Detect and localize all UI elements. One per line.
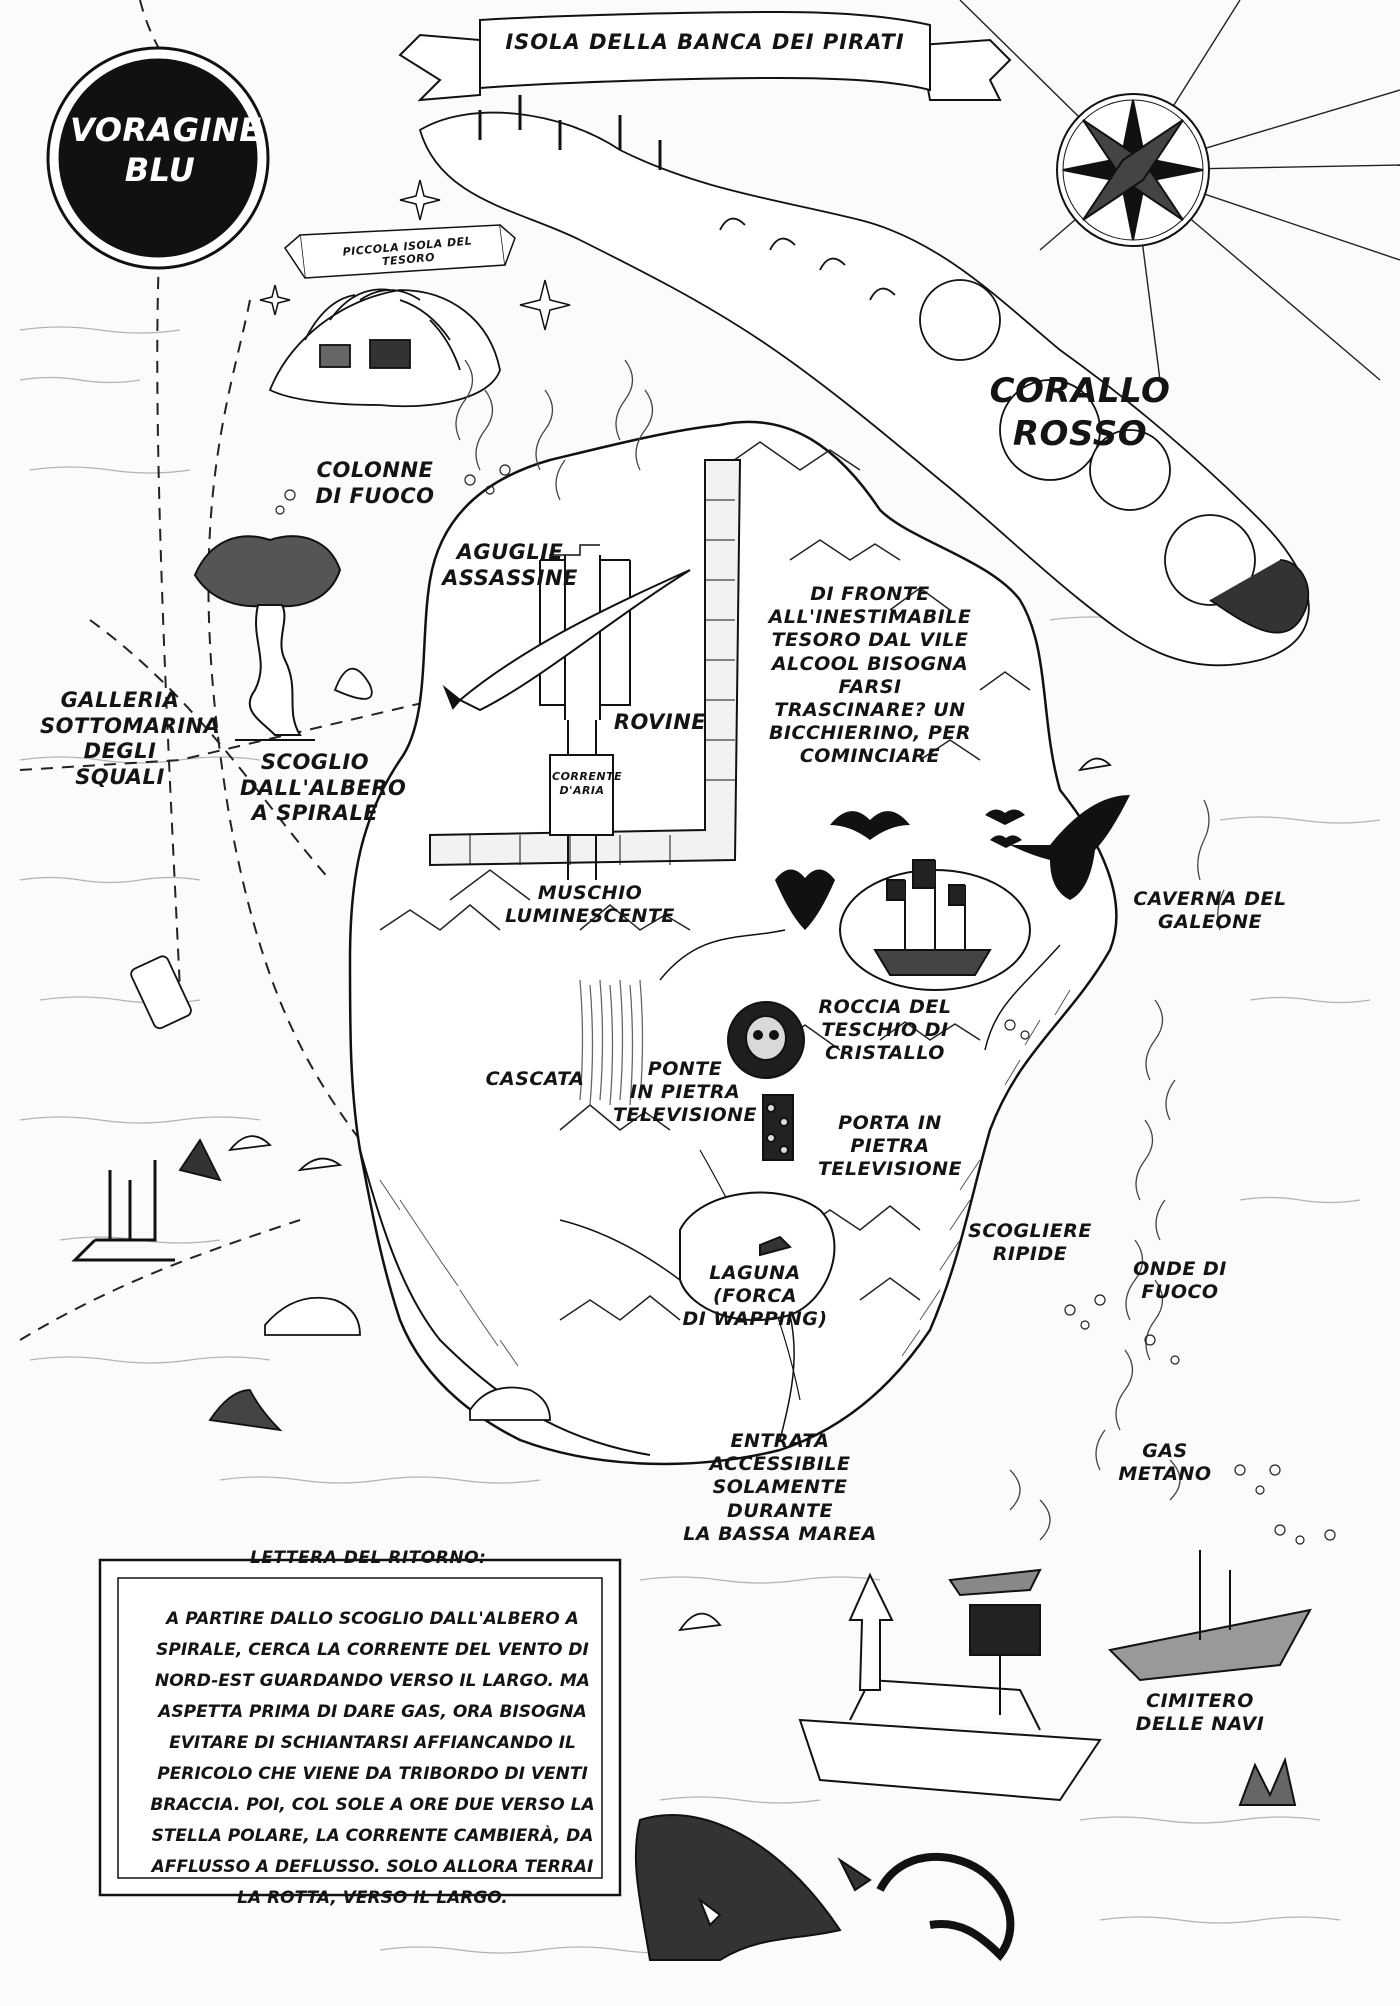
label-roccia-teschio: ROCCIA DEL TESCHIO DI CRISTALLO <box>818 996 952 1065</box>
label-colonne-di-fuoco: COLONNE DI FUOCO <box>315 458 435 508</box>
treasure-island <box>268 288 501 408</box>
flames <box>455 359 1225 1541</box>
label-corallo-rosso: CORALLO ROSSO <box>989 371 1171 454</box>
yacht <box>798 1604 1102 1802</box>
letter-title: LETTERA DEL RITORNO: <box>250 1548 487 1568</box>
stone-door <box>762 1094 794 1161</box>
title-banner <box>398 10 1012 102</box>
label-scogliere-ripide: SCOGLIERE RIPIDE <box>968 1220 1092 1266</box>
lagoon <box>679 1191 836 1322</box>
treasure-banner-scroll <box>284 224 516 279</box>
label-entrata: ENTRATA ACCESSIBILE SOLAMENTE DURANTE LA… <box>683 1430 877 1545</box>
label-galleria-sottomarina: GALLERIA SOTTOMARINA DEGLI SQUALI <box>40 688 221 789</box>
air-corridor <box>539 544 631 880</box>
label-muschio: MUSCHIO LUMINESCENTE <box>505 882 675 928</box>
label-porta-pietra: PORTA IN PIETRA TELEVISIONE <box>817 1112 963 1181</box>
label-scoglio-spirale: SCOGLIO DALL'ALBERO A SPIRALE <box>240 750 407 826</box>
arrow-sign <box>848 1572 894 1691</box>
coral-reef <box>418 95 1310 667</box>
letter-body: A PARTIRE DALLO SCOGLIO DALL'ALBERO A SP… <box>150 1609 595 1908</box>
compass-rose <box>1056 93 1210 247</box>
label-ponte-pietra: PONTE IN PIETRA TELEVISIONE <box>612 1058 758 1127</box>
bubbles <box>275 464 1336 1545</box>
label-aguglie-assassine: AGUGLIE ASSASSINE <box>442 540 578 590</box>
cliff-hatching <box>379 989 1071 1367</box>
blue-hole <box>46 46 270 270</box>
label-di-fronte: DI FRONTE ALL'INESTIMABILE TESORO DAL VI… <box>768 583 972 768</box>
waterfall <box>579 979 644 1106</box>
ruins <box>429 459 742 867</box>
label-voragine-blu: VORAGINE BLU <box>70 111 262 189</box>
label-caverna-galeone: CAVERNA DEL GALEONE <box>1133 888 1287 934</box>
label-gas-metano: GAS METANO <box>1118 1440 1212 1486</box>
bats <box>775 795 1130 930</box>
label-cimitero-navi: CIMITERO DELLE NAVI <box>1135 1690 1265 1736</box>
sparkles <box>259 179 571 331</box>
ship-graveyard <box>948 1550 1312 1806</box>
spiral-tree <box>193 535 342 741</box>
crystal-skull-rock <box>727 1001 805 1079</box>
rocks-and-wrecks <box>71 667 1112 1632</box>
letter-box <box>98 1558 622 1897</box>
galleon-cave <box>839 859 1031 991</box>
label-laguna: LAGUNA (FORCA DI WAPPING) <box>682 1262 828 1331</box>
label-rovine: ROVINE <box>613 710 707 734</box>
needlefish <box>442 569 691 712</box>
label-onde-di-fuoco: ONDE DI FUOCO <box>1133 1258 1227 1304</box>
sea-monsters <box>634 1813 1015 1961</box>
map-title: ISOLA DELLA BANCA DEI PIRATI <box>505 30 905 54</box>
label-corrente-aria: CORRENTE D'ARIA <box>552 770 623 798</box>
label-cascata: CASCATA <box>485 1068 585 1090</box>
island-paths <box>559 929 1061 1441</box>
